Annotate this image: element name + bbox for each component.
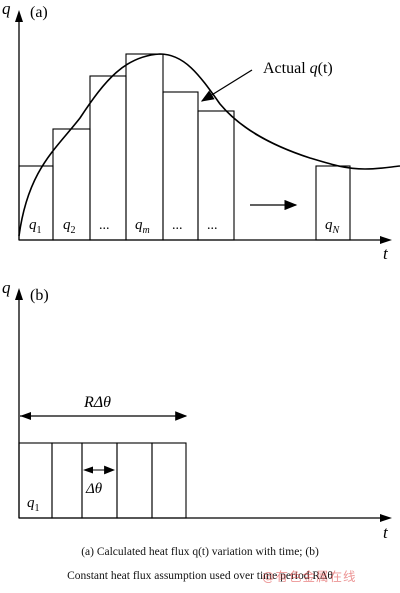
svg-text:qN: qN [325,217,341,236]
svg-text:q2: q2 [63,217,76,236]
svg-text:q1: q1 [29,217,42,236]
bar-label-ellipsis-2: ... [172,218,183,233]
const-bar-4 [116,442,153,519]
bar-label-qm: qm [135,217,150,236]
bar-label-q2: q2 [63,217,76,236]
bar-3 [89,75,127,241]
const-bar-label-q1: q1 [27,495,40,514]
svg-text:qm: qm [135,217,150,236]
period-span-left-head [20,412,31,420]
bar-label-ellipsis-1: ... [99,218,110,233]
bar-qN [315,165,351,241]
panel-a-y-label: q [2,0,11,18]
panel-b-x-label: t [383,523,389,542]
bar-q2 [52,128,91,241]
panel-b: q (b) t RΔθ q1 Δθ [2,278,392,542]
step-label: Δθ [85,481,103,497]
panel-b-x-arrowhead [380,514,392,522]
panel-a-y-arrowhead [15,10,23,22]
actual-q-curve [18,53,400,237]
bar-label-qN: qN [325,217,341,236]
const-bar-2 [51,442,83,519]
curve-label: Actual q(t) [263,60,333,77]
panel-b-label: (b) [30,287,49,304]
bar-6 [197,110,235,241]
caption-line-1: (a) Calculated heat flux q(t) variation … [81,546,319,558]
bar-qm [125,53,164,241]
step-arrow-left-head [83,466,93,474]
panel-b-y-arrowhead [15,288,23,300]
period-label: RΔθ [83,394,111,411]
svg-text:q1: q1 [27,495,40,514]
caption-line-2: Constant heat flux assumption used over … [67,570,333,582]
watermark: @有色金属在线 [262,569,357,584]
bar-label-ellipsis-3: ... [207,218,218,233]
const-bar-5 [151,442,187,519]
panel-a-x-label: t [383,244,389,263]
panel-b-y-label: q [2,278,11,297]
panel-a-x-arrowhead [380,236,392,244]
panel-a: q (a) t q1 q2 ... qm ... ... qN [2,0,400,263]
panel-a-label: (a) [30,4,48,21]
bar-label-q1: q1 [29,217,42,236]
curve-label-arrow [200,69,253,102]
